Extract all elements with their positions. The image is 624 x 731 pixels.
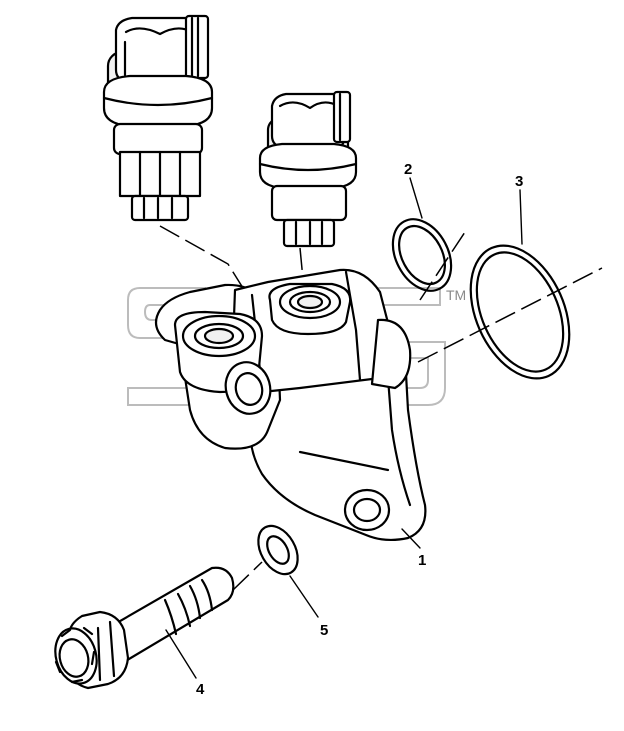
leader-lines	[165, 177, 523, 679]
pressure-sensor-large	[102, 14, 214, 222]
flange-bolt	[54, 566, 235, 690]
o-ring-large	[469, 244, 571, 380]
callout-labels: 1 2 3 4 5	[196, 161, 523, 698]
callout-5: 5	[320, 622, 328, 639]
callout-3: 3	[515, 173, 523, 190]
sensor-housing	[154, 268, 427, 542]
watermark-trademark: TM	[446, 287, 466, 303]
callout-1: 1	[418, 552, 426, 569]
temperature-sensor-small	[258, 90, 358, 248]
sealing-washer	[257, 524, 299, 576]
callout-2: 2	[404, 161, 412, 178]
callout-4: 4	[196, 681, 205, 698]
o-ring-small	[391, 218, 453, 292]
